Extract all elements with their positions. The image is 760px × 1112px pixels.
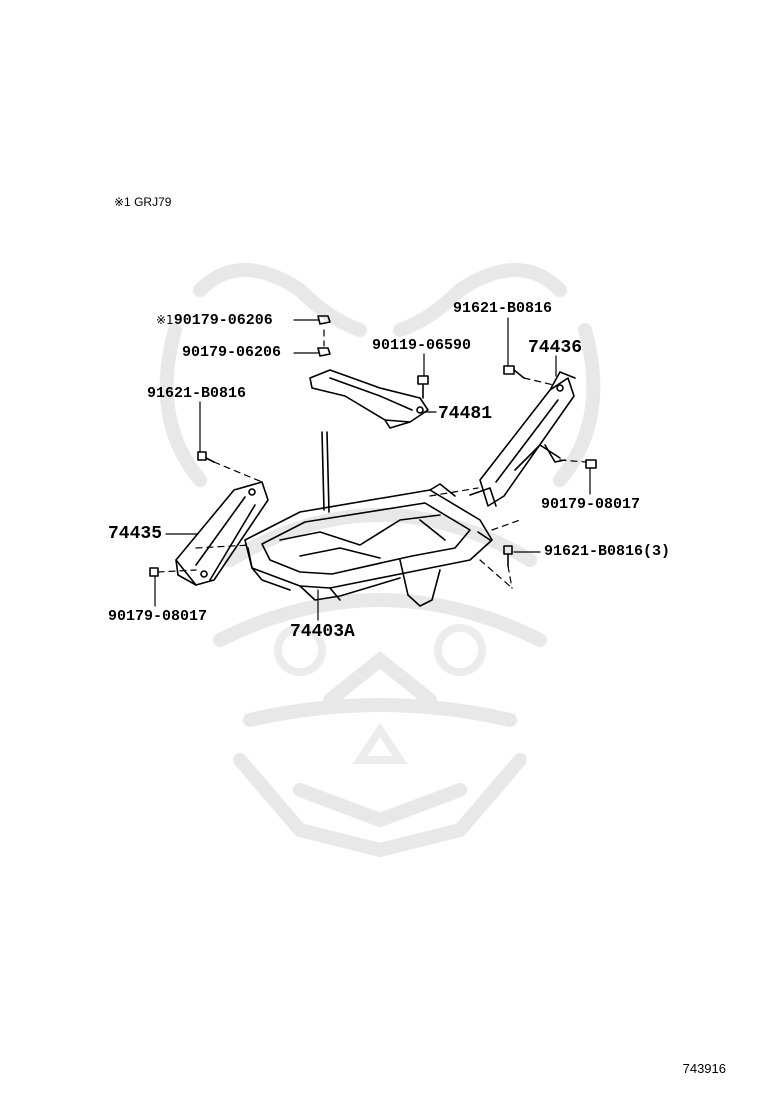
callout-part-number: 90179-06206 xyxy=(182,344,282,361)
bracket-74435 xyxy=(175,481,269,586)
callout-74435[interactable]: 74435 xyxy=(108,524,162,544)
model-note: ※1 GRJ79 xyxy=(114,195,171,209)
note-text: GRJ79 xyxy=(134,195,172,209)
callout-part-number: 90179-08017 xyxy=(541,496,641,513)
callout-91621-b0816-left[interactable]: 91621-B0816 xyxy=(147,385,246,403)
callout-part-number: 90179-08017 xyxy=(108,608,208,625)
fasteners xyxy=(149,315,597,577)
callout-part-number: 74435 xyxy=(108,524,163,544)
callout-90119-06590[interactable]: 90119-06590 xyxy=(372,337,471,355)
bracket-74436 xyxy=(469,371,576,507)
callout-part-number: 90119-06590 xyxy=(372,337,472,354)
callout-part-number: 91621-B0816 xyxy=(453,300,553,317)
callout-90179-08017-right[interactable]: 90179-08017 xyxy=(541,496,640,514)
note-mark: ※1 xyxy=(114,195,131,209)
callout-91621-b0816-qty3[interactable]: 91621-B0816(3) xyxy=(544,543,670,561)
callout-74481[interactable]: 74481 xyxy=(438,404,492,424)
callout-74403a[interactable]: 74403A xyxy=(290,622,355,642)
crossmember-74481 xyxy=(309,369,429,429)
callout-part-number: 90179-06206 xyxy=(173,312,273,329)
callout-mark: ※1 xyxy=(156,313,174,327)
callout-90179-06206[interactable]: 90179-06206 xyxy=(182,344,281,362)
dipstick-tube xyxy=(321,431,325,511)
callout-part-number: 74403A xyxy=(290,622,355,642)
callout-part-number: 74481 xyxy=(438,404,493,424)
callout-90179-06206-gated[interactable]: ※190179-06206 xyxy=(156,311,273,330)
callout-90179-08017-left[interactable]: 90179-08017 xyxy=(108,608,207,626)
callout-91621-b0816-top[interactable]: 91621-B0816 xyxy=(453,300,552,318)
assembly-guides xyxy=(157,329,587,589)
callout-part-number: 91621-B0816 xyxy=(147,385,247,402)
callout-part-number: 91621-B0816(3) xyxy=(544,543,671,560)
callout-part-number: 74436 xyxy=(528,338,583,358)
leader-lines xyxy=(154,317,591,621)
callout-74436[interactable]: 74436 xyxy=(528,338,582,358)
diagram-id: 743916 xyxy=(682,1061,726,1076)
oil-pan-74403a xyxy=(244,483,493,607)
